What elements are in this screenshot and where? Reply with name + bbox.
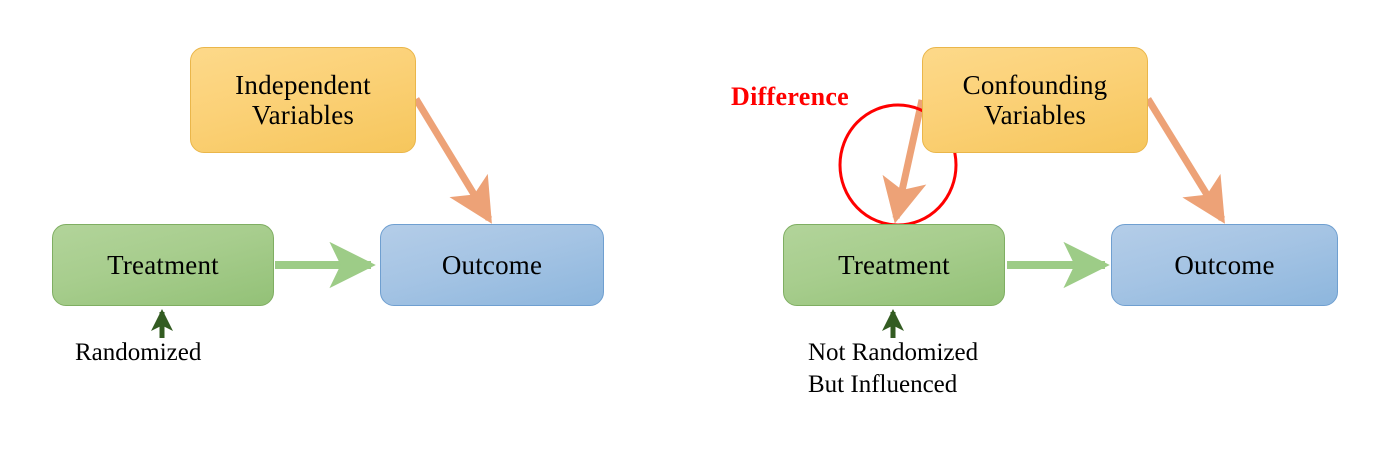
node-outcome-left[interactable]: Outcome — [380, 224, 604, 306]
arrow-confounding-to-treatment — [882, 99, 927, 224]
node-treatment-right[interactable]: Treatment — [783, 224, 1005, 306]
node-outcome-right[interactable]: Outcome — [1111, 224, 1338, 306]
node-confounding-variables[interactable]: Confounding Variables — [922, 47, 1148, 153]
annotation-difference: Difference — [731, 82, 850, 111]
arrow-independent-to-outcome — [413, 97, 492, 224]
caption-randomized: Randomized — [75, 339, 202, 366]
node-treatment-left[interactable]: Treatment — [52, 224, 274, 306]
caption-not-randomized-but-influenced: Not Randomized But Influenced — [808, 339, 979, 398]
node-independent-variables[interactable]: Independent Variables — [190, 47, 416, 153]
arrow-confounding-to-outcome — [1145, 97, 1225, 224]
